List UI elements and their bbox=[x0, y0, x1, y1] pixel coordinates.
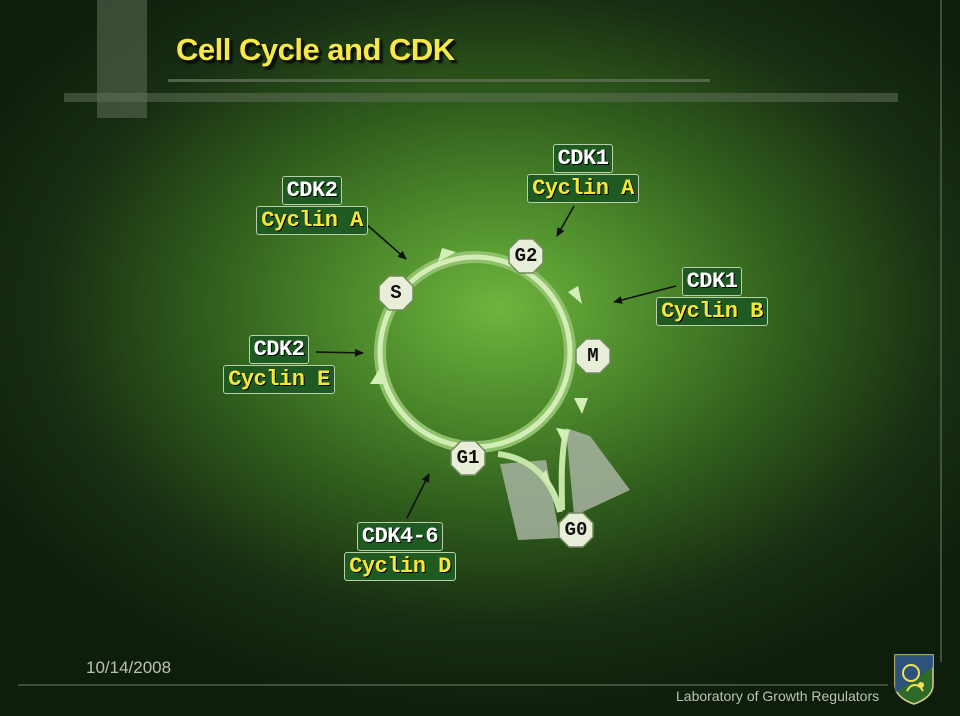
cyclin-label: Cyclin A bbox=[256, 206, 368, 235]
arrow-cdk1-cyclin-b bbox=[613, 285, 677, 304]
cyclin-label: Cyclin B bbox=[656, 297, 768, 326]
cdk-label: CDK1 bbox=[681, 267, 743, 296]
g0-branch bbox=[497, 451, 563, 513]
cdk-label: CDK1 bbox=[552, 144, 614, 173]
g0-wedge-right bbox=[566, 428, 630, 516]
g0-arrowhead bbox=[540, 470, 552, 488]
title-underline bbox=[168, 79, 710, 82]
phase-s-label: S bbox=[390, 282, 402, 304]
footer-lab-name: Laboratory of Growth Regulators bbox=[676, 688, 880, 704]
frame-top-bar bbox=[64, 93, 898, 102]
laboratory-emblem-icon bbox=[894, 654, 934, 705]
frame-vertical-right bbox=[940, 0, 942, 662]
complex-cdk1-cyclin-a: CDK1 Cyclin A bbox=[522, 143, 644, 204]
octagon-shape bbox=[575, 338, 611, 374]
arrow-cdk2-cyclin-e bbox=[315, 348, 364, 357]
phase-g0-badge: G0 bbox=[558, 512, 594, 548]
complex-cdk46-cyclin-d: CDK4-6 Cyclin D bbox=[342, 521, 458, 582]
phase-g2-label: G2 bbox=[514, 245, 538, 267]
ring-arrowhead-m-1 bbox=[574, 398, 588, 414]
ring-arrowhead-g2-m bbox=[568, 286, 582, 304]
g0-wedge-left bbox=[500, 460, 560, 540]
phase-m-label: M bbox=[587, 345, 599, 367]
complex-cdk2-cyclin-a: CDK2 Cyclin A bbox=[252, 175, 372, 236]
arrow-cdk46-cyclin-d bbox=[406, 473, 430, 519]
octagon-shape bbox=[378, 275, 414, 311]
cdk-label: CDK4-6 bbox=[356, 522, 444, 551]
cdk-label: CDK2 bbox=[248, 335, 310, 364]
cyclin-label: Cyclin D bbox=[344, 552, 456, 581]
ring-arrowhead-g1-s bbox=[370, 368, 386, 384]
slide-title: Cell Cycle and CDK bbox=[176, 32, 455, 67]
cyclin-label: Cyclin E bbox=[223, 365, 335, 394]
octagon-shape bbox=[558, 512, 594, 548]
footer-date: 10/14/2008 bbox=[86, 658, 172, 677]
cdk-label: CDK2 bbox=[281, 176, 343, 205]
ring-arrowhead-s-g2 bbox=[438, 248, 456, 262]
ring-arrowhead-m-2 bbox=[556, 428, 570, 444]
octagon-shape bbox=[450, 440, 486, 476]
phase-g0-label: G0 bbox=[564, 519, 588, 541]
phase-g1-badge: G1 bbox=[450, 440, 486, 476]
phase-g2-badge: G2 bbox=[508, 238, 544, 274]
complex-cdk2-cyclin-e: CDK2 Cyclin E bbox=[222, 334, 336, 395]
phase-s-badge: S bbox=[378, 275, 414, 311]
phase-m-badge: M bbox=[575, 338, 611, 374]
footer-line bbox=[18, 684, 888, 686]
cyclin-label: Cyclin A bbox=[527, 174, 639, 203]
arrow-cdk1-cyclin-a bbox=[556, 205, 575, 237]
arrow-cdk2-cyclin-a bbox=[365, 223, 407, 260]
phase-g1-label: G1 bbox=[456, 447, 480, 469]
complex-cdk1-cyclin-b: CDK1 Cyclin B bbox=[652, 266, 772, 327]
octagon-shape bbox=[508, 238, 544, 274]
g0-return bbox=[558, 431, 569, 511]
